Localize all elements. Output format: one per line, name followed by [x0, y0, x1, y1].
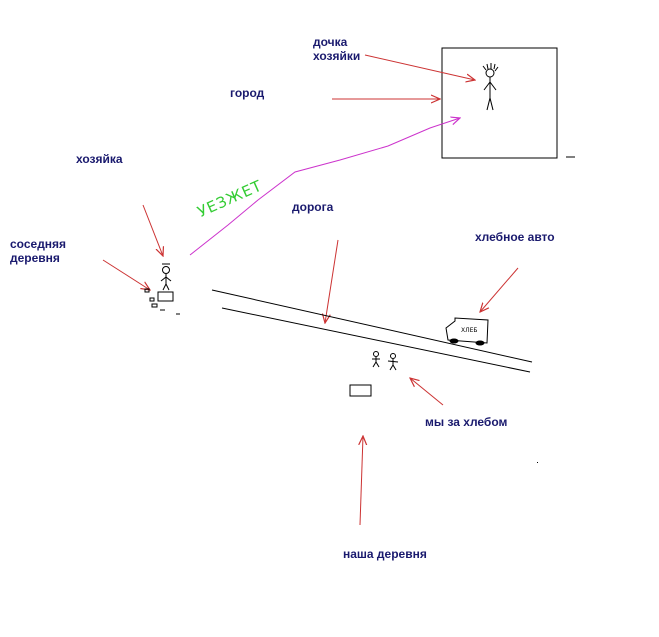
- label-daughter: дочка хозяйки: [313, 35, 361, 63]
- daughter-figure: [482, 63, 499, 111]
- owner-figure: [160, 263, 172, 291]
- arrow-our-village: [360, 436, 363, 526]
- arrow-bread-car: [480, 267, 519, 312]
- arrow-owner: [142, 204, 163, 256]
- bread-car-sign: ХЛЕБ: [461, 327, 478, 334]
- route-to-city: [189, 118, 460, 256]
- neighbor-village-houses: [144, 288, 180, 315]
- label-bread-car: хлебное авто: [475, 230, 555, 244]
- arrow-we-for-bread: [410, 378, 444, 406]
- label-road: дорога: [292, 200, 334, 214]
- label-city: город: [230, 86, 265, 100]
- label-we-for-bread: мы за хлебом: [425, 415, 508, 429]
- city-box: [441, 47, 558, 159]
- stray-dot: [537, 462, 538, 463]
- label-our-village: наша деревня: [343, 547, 427, 561]
- arrow-road: [325, 239, 339, 323]
- arrow-daughter: [364, 54, 475, 80]
- arrow-neighbor-village: [102, 259, 150, 290]
- label-neighbor-village: соседняя деревня: [10, 237, 67, 265]
- people-going-for-bread: [372, 351, 399, 371]
- bread-car: [445, 317, 489, 346]
- our-village-house: [349, 384, 372, 397]
- road-edge-top: [211, 289, 533, 363]
- road-edge-bottom: [221, 307, 531, 373]
- label-owner: хозяйка: [76, 152, 123, 166]
